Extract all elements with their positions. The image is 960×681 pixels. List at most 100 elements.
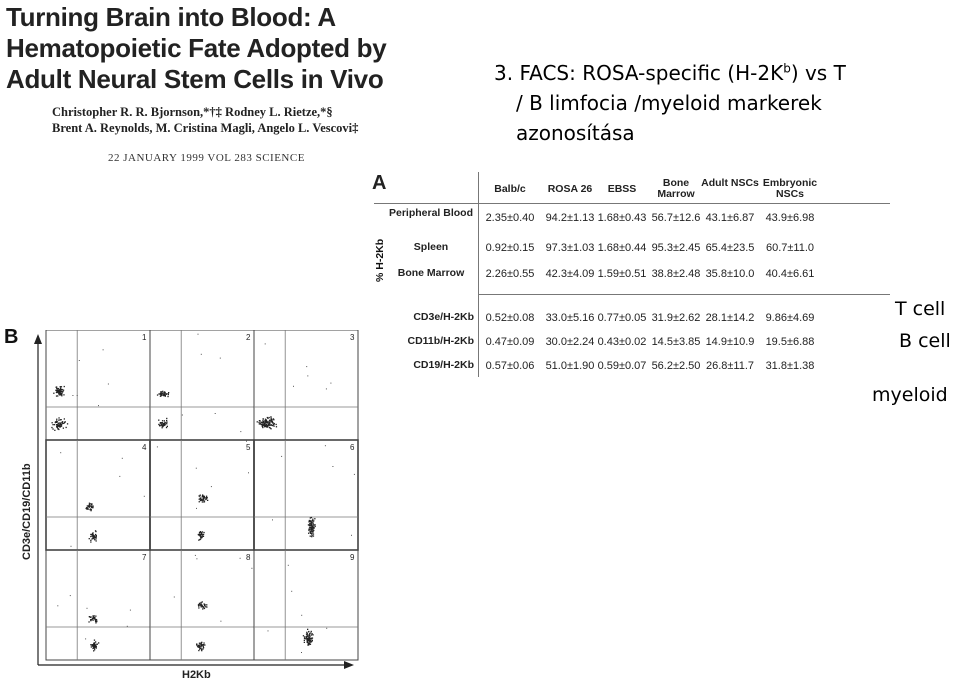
facs-event-dot	[202, 645, 204, 648]
facs-event-dot	[196, 643, 198, 645]
table-cell: 1.68±0.43	[597, 212, 647, 224]
facs-event-dot	[94, 644, 96, 646]
facs-event-dot	[158, 419, 160, 421]
facs-event-dot	[305, 633, 308, 635]
row-label: CD3e/H-2Kb	[413, 311, 474, 323]
facs-event-dot	[160, 394, 162, 397]
column-header: Adult NSCs	[701, 177, 759, 189]
facs-event-dot	[262, 420, 265, 422]
facs-event-dot	[91, 533, 93, 535]
table-a-y-axis-label: % H-2Kb	[374, 238, 386, 282]
facs-event-dot	[272, 424, 275, 426]
facs-event-dot	[94, 618, 96, 620]
facs-event-dot	[60, 389, 62, 391]
facs-event-dot	[93, 647, 95, 649]
facs-event-dot	[200, 645, 202, 648]
facs-plot-6	[253, 439, 359, 551]
facs-event-dot	[58, 390, 60, 392]
table-a-panel-label: A	[372, 172, 387, 194]
facs-event-dot	[62, 422, 64, 425]
facs-event-dot	[264, 424, 266, 426]
facs-event-dot	[56, 391, 58, 394]
facs-event-dot	[266, 425, 268, 427]
facs-event-dot	[161, 394, 164, 396]
table-cell: 35.8±10.0	[705, 268, 755, 280]
table-cell: 28.1±14.2	[705, 312, 755, 324]
facs-event-dot	[200, 497, 202, 499]
row-label: Spleen	[413, 241, 449, 253]
facs-noise-dot	[264, 343, 266, 345]
facs-event-dot	[264, 426, 266, 428]
facs-event-dot	[95, 620, 97, 623]
facs-event-dot	[164, 395, 166, 397]
facs-event-dot	[200, 642, 203, 644]
table-cell: 19.5±6.88	[765, 336, 815, 348]
facs-event-dot	[311, 530, 313, 532]
facs-event-dot	[198, 607, 200, 609]
facs-event-dot	[271, 421, 274, 423]
facs-noise-dot	[246, 440, 247, 442]
facs-event-dot	[314, 518, 316, 520]
facs-event-dot	[93, 538, 95, 540]
facs-event-dot	[61, 395, 63, 397]
facs-event-dot	[168, 392, 170, 394]
column-header: Embryonic NSCs	[762, 177, 818, 200]
facs-event-dot	[62, 389, 65, 391]
facs-event-dot	[199, 538, 202, 540]
facs-event-dot	[200, 536, 202, 538]
facs-event-dot	[262, 418, 264, 420]
facs-event-dot	[65, 426, 67, 429]
facs-event-dot	[162, 423, 164, 425]
facs-event-dot	[267, 421, 269, 423]
facs-event-dot	[265, 421, 267, 423]
facs-event-dot	[61, 393, 63, 395]
facs-event-dot	[196, 645, 199, 647]
facs-event-dot	[95, 536, 97, 538]
facs-event-dot	[270, 424, 273, 426]
facs-event-dot	[161, 425, 163, 427]
facs-event-dot	[199, 495, 201, 497]
facs-event-dot	[198, 646, 201, 649]
facs-event-dot	[93, 536, 95, 538]
facs-event-dot	[310, 527, 312, 529]
facs-event-dot	[205, 495, 208, 497]
facs-event-dot	[56, 418, 58, 420]
table-divider	[374, 203, 890, 204]
facs-noise-dot	[220, 620, 222, 622]
facs-event-dot	[200, 649, 203, 651]
row-label: Bone Marrow	[397, 267, 465, 279]
facs-event-dot	[90, 541, 92, 543]
table-cell: 60.7±11.0	[765, 242, 815, 254]
facs-event-dot	[52, 428, 54, 430]
facs-event-dot	[314, 525, 316, 528]
facs-event-dot	[311, 633, 313, 635]
facs-event-dot	[90, 616, 92, 618]
facs-event-dot	[262, 426, 264, 429]
facs-event-dot	[95, 534, 97, 537]
facs-event-dot	[166, 419, 168, 422]
facs-noise-dot	[57, 605, 59, 607]
facs-event-dot	[88, 506, 90, 508]
note-line-3: azonosítása	[516, 121, 635, 145]
facs-event-dot	[57, 388, 59, 390]
facs-event-dot	[162, 390, 164, 392]
facs-event-dot	[63, 385, 65, 388]
facs-event-dot	[198, 501, 200, 503]
facs-event-dot	[88, 616, 90, 618]
column-header: Bone Marrow	[657, 177, 695, 200]
facs-event-dot	[308, 528, 310, 530]
facs-noise-dot	[240, 431, 242, 433]
facs-noise-dot	[78, 360, 80, 361]
facs-event-dot	[93, 639, 96, 641]
myeloid-label: myeloid	[872, 384, 948, 406]
facs-event-dot	[94, 539, 96, 541]
facs-event-dot	[90, 644, 92, 646]
facs-event-dot	[306, 641, 308, 643]
facs-event-dot	[54, 421, 57, 423]
facs-event-dot	[90, 505, 92, 507]
facs-event-dot	[266, 424, 268, 426]
facs-event-dot	[57, 395, 59, 397]
facs-event-dot	[203, 499, 205, 502]
facs-event-dot	[196, 644, 198, 646]
